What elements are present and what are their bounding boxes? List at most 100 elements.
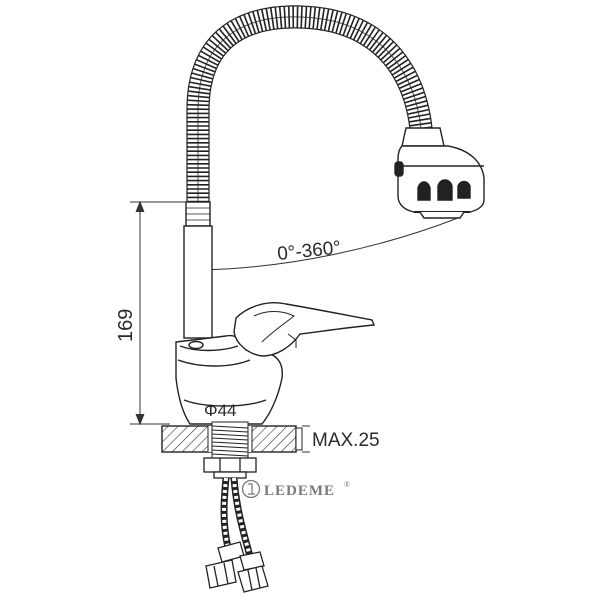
thread-line [211,453,249,457]
hose-rib [287,5,291,29]
rotation-label: 0°-360° [276,237,342,265]
hose-rib [202,46,223,60]
hose-rib [398,78,420,90]
hose-rib [359,24,373,45]
hose-rib [405,100,428,108]
hose-rib [200,50,221,63]
hose-rib [187,99,210,103]
hose-rib [190,76,213,84]
hose-rib [407,108,430,115]
hose-rib [215,31,232,49]
brand-emblem [241,479,261,499]
brand-logo: LEDEME ® [241,479,350,499]
hose-rib [265,8,271,31]
hose-rib [393,66,414,79]
lock-nut [203,457,257,479]
hose-rib [368,32,384,51]
hose-rib [403,91,425,100]
thread-line [211,437,249,441]
hose-rib [191,72,214,80]
hose-rib [308,6,312,29]
hose-rib [349,17,360,39]
hose-end-fittings [205,541,269,593]
hose-rib [238,15,250,37]
hose-rib [409,122,432,127]
hose-rib [230,20,243,41]
hose-rib [345,16,356,38]
flexible-hose [186,5,434,211]
hose-rib [195,58,217,70]
lever-handle [233,302,375,357]
base-diameter-label: Φ44 [204,401,236,420]
hose-rib [316,7,321,30]
hose-rib [395,70,416,83]
hose-edge [208,27,412,210]
hose-rib [189,81,212,87]
hose-edge [186,5,434,210]
hose-rib [362,26,377,47]
max-thickness-dimension [302,425,310,453]
hose-rib [380,44,398,61]
hose-rib [385,51,404,67]
hose-rib [406,104,429,112]
hose-rib [269,7,275,30]
hose-rib [365,29,380,49]
thread-line [211,429,249,433]
hose-rib [211,35,229,52]
hose-rib [397,74,418,86]
spout-pipe [183,201,213,339]
hose-rib [256,10,264,32]
hose-rib [247,12,257,34]
hose-rib [274,6,279,29]
spray-head [394,127,485,219]
thread-line [211,449,249,453]
hose-rib [327,9,334,32]
hose-rib [401,87,424,97]
hose-rib [218,28,234,47]
hose-rib [205,42,225,57]
hose-rib [283,6,287,29]
hose-rib [371,34,388,53]
hose-rib [188,90,210,95]
hose-rib [198,54,219,66]
hose-rib [226,22,240,43]
hose-rib [374,37,391,56]
hose-rib [278,6,283,29]
hose-rib [312,6,317,29]
hose-rib [260,9,268,31]
hose-rib [342,14,352,36]
brand-name: LEDEME [264,483,335,499]
hose-rib [391,62,412,76]
thread-line [211,425,249,429]
rotation-indicator: 0°-360° [200,217,459,271]
height-label: 169 [115,309,137,342]
hose-rib [243,14,253,36]
thread-line [211,441,249,445]
hose-rib [252,11,260,33]
hose-rib [404,95,426,104]
hose-rib [208,38,227,54]
hose-rib [187,94,210,99]
hose-rib [304,6,308,29]
hose-rib [335,11,343,34]
hose-rib [323,8,330,31]
hose-rib [300,6,303,29]
hose-rib [188,85,211,91]
hose-rib [222,25,237,45]
hose-rib [192,67,215,77]
height-dimension [130,200,190,426]
hose-rib [389,58,409,73]
hose-rib [331,10,339,33]
max-thickness-label: MAX.25 [312,430,380,451]
hose-rib [387,54,407,70]
thread-line [211,445,249,449]
hose-rib [352,19,365,41]
hose-rib [194,63,216,73]
hose-rib [400,82,422,93]
supply-hoses [220,477,254,557]
hose-rib [408,113,431,119]
hose-rib [356,22,369,43]
hose-rib [377,41,395,58]
hose-rib [382,47,401,64]
